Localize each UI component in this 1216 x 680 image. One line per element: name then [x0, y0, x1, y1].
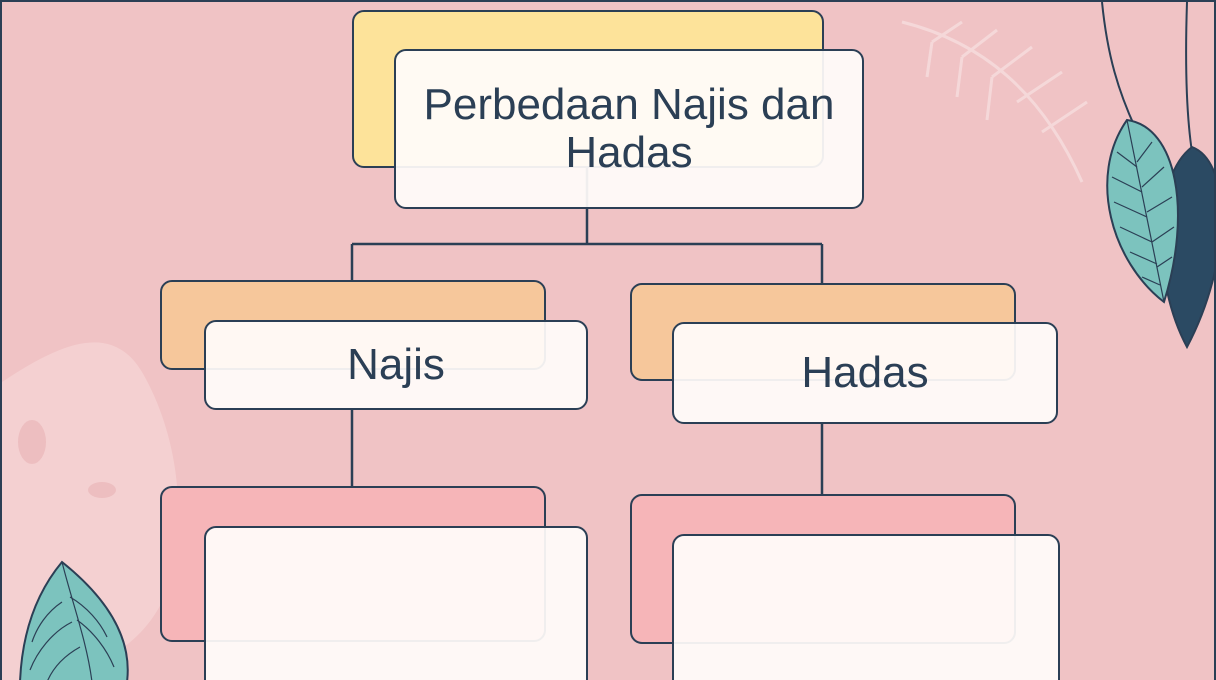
title-node[interactable]: Perbedaan Najis dan Hadas	[394, 49, 864, 209]
hadas-label: Hadas	[801, 348, 929, 397]
najis-label: Najis	[347, 340, 445, 389]
najis-node[interactable]: Najis	[204, 320, 588, 410]
hadas-node[interactable]: Hadas	[672, 322, 1058, 424]
diagram-title: Perbedaan Najis dan Hadas	[423, 80, 835, 177]
hadas-detail-box[interactable]	[672, 534, 1060, 680]
najis-detail-box[interactable]	[204, 526, 588, 680]
